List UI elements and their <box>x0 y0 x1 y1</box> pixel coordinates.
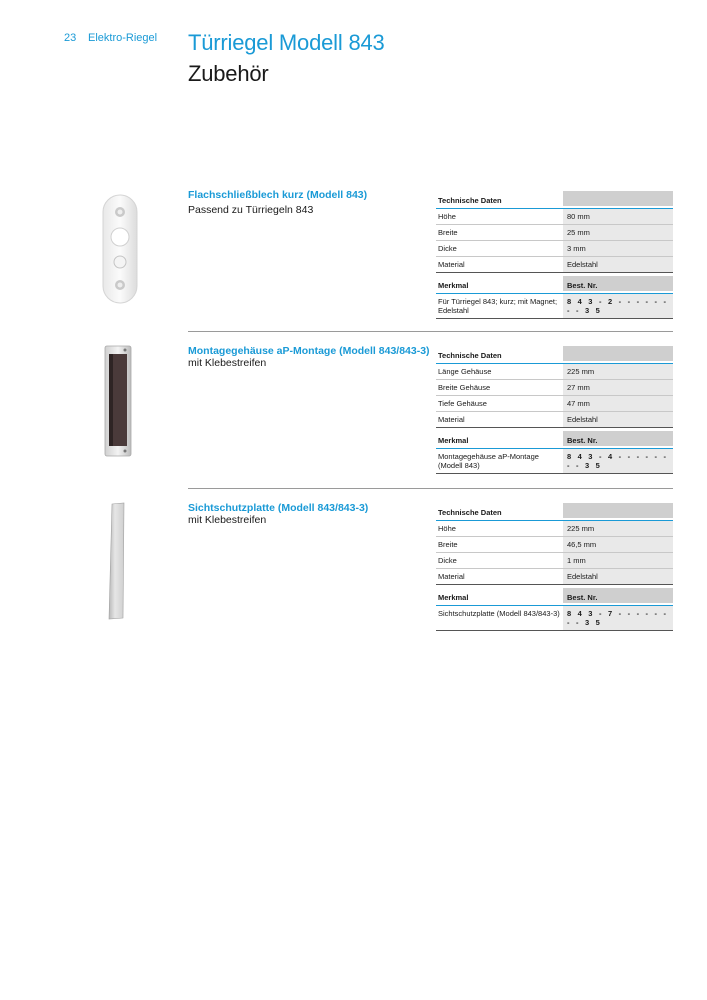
strike-plate-image <box>102 194 138 304</box>
table-row: Länge Gehäuse 225 mm <box>436 364 673 380</box>
order-header-label: Merkmal <box>438 593 469 602</box>
order-header-value: Best. Nr. <box>563 431 673 446</box>
section-name: Elektro-Riegel <box>88 32 158 44</box>
order-number: 8 4 3 - 4 - - - - - - - - 3 5 <box>563 449 673 473</box>
tech-data-table: Technische Daten Länge Gehäuse 225 mm Br… <box>436 346 673 428</box>
privacy-plate-image <box>108 502 125 620</box>
table-row: Montagegehäuse aP-Montage (Modell 843) 8… <box>436 449 673 474</box>
table-row: Höhe 80 mm <box>436 209 673 225</box>
tech-data-header: Technische Daten <box>438 196 502 205</box>
order-table: Merkmal Best. Nr. Sichtschutzplatte (Mod… <box>436 588 673 631</box>
table-row: Für Türriegel 843; kurz; mit Magnet; Ede… <box>436 294 673 319</box>
order-table: Merkmal Best. Nr. Für Türriegel 843; kur… <box>436 276 673 319</box>
product-description: Passend zu Türriegeln 843 <box>188 204 314 216</box>
table-row: Höhe 225 mm <box>436 521 673 537</box>
page-number: 23 <box>64 32 77 44</box>
table-row: Dicke 1 mm <box>436 553 673 569</box>
product-description: mit Klebestreifen <box>188 357 267 369</box>
product-name: Montagegehäuse aP-Montage (Modell 843/84… <box>188 345 430 357</box>
order-table: Merkmal Best. Nr. Montagegehäuse aP-Mont… <box>436 431 673 474</box>
table-row: Tiefe Gehäuse 47 mm <box>436 396 673 412</box>
divider <box>188 488 673 489</box>
tech-data-table: Technische Daten Höhe 225 mm Breite 46,5… <box>436 503 673 585</box>
divider <box>188 331 673 332</box>
product-description: mit Klebestreifen <box>188 514 267 526</box>
table-row: Breite 46,5 mm <box>436 537 673 553</box>
table-row: Material Edelstahl <box>436 569 673 585</box>
table-row: Dicke 3 mm <box>436 241 673 257</box>
tech-data-table: Technische Daten Höhe 80 mm Breite 25 mm… <box>436 191 673 273</box>
order-number: 8 4 3 - 7 - - - - - - - - 3 5 <box>563 606 673 630</box>
table-row: Material Edelstahl <box>436 257 673 273</box>
table-row: Breite Gehäuse 27 mm <box>436 380 673 396</box>
tech-data-header: Technische Daten <box>438 508 502 517</box>
product-name: Flachschließblech kurz (Modell 843) <box>188 189 368 201</box>
table-row: Material Edelstahl <box>436 412 673 428</box>
tech-data-header: Technische Daten <box>438 351 502 360</box>
product-name: Sichtschutzplatte (Modell 843/843-3) <box>188 502 369 514</box>
order-header-label: Merkmal <box>438 281 469 290</box>
order-header-value: Best. Nr. <box>563 276 673 291</box>
mounting-housing-image <box>104 345 132 457</box>
page-subtitle: Zubehör <box>188 61 269 86</box>
page-title: Türriegel Modell 843 <box>188 30 385 55</box>
order-number: 8 4 3 - 2 - - - - - - - - 3 5 <box>563 294 673 318</box>
table-row: Sichtschutzplatte (Modell 843/843-3) 8 4… <box>436 606 673 631</box>
order-header-label: Merkmal <box>438 436 469 445</box>
table-row: Breite 25 mm <box>436 225 673 241</box>
order-header-value: Best. Nr. <box>563 588 673 603</box>
